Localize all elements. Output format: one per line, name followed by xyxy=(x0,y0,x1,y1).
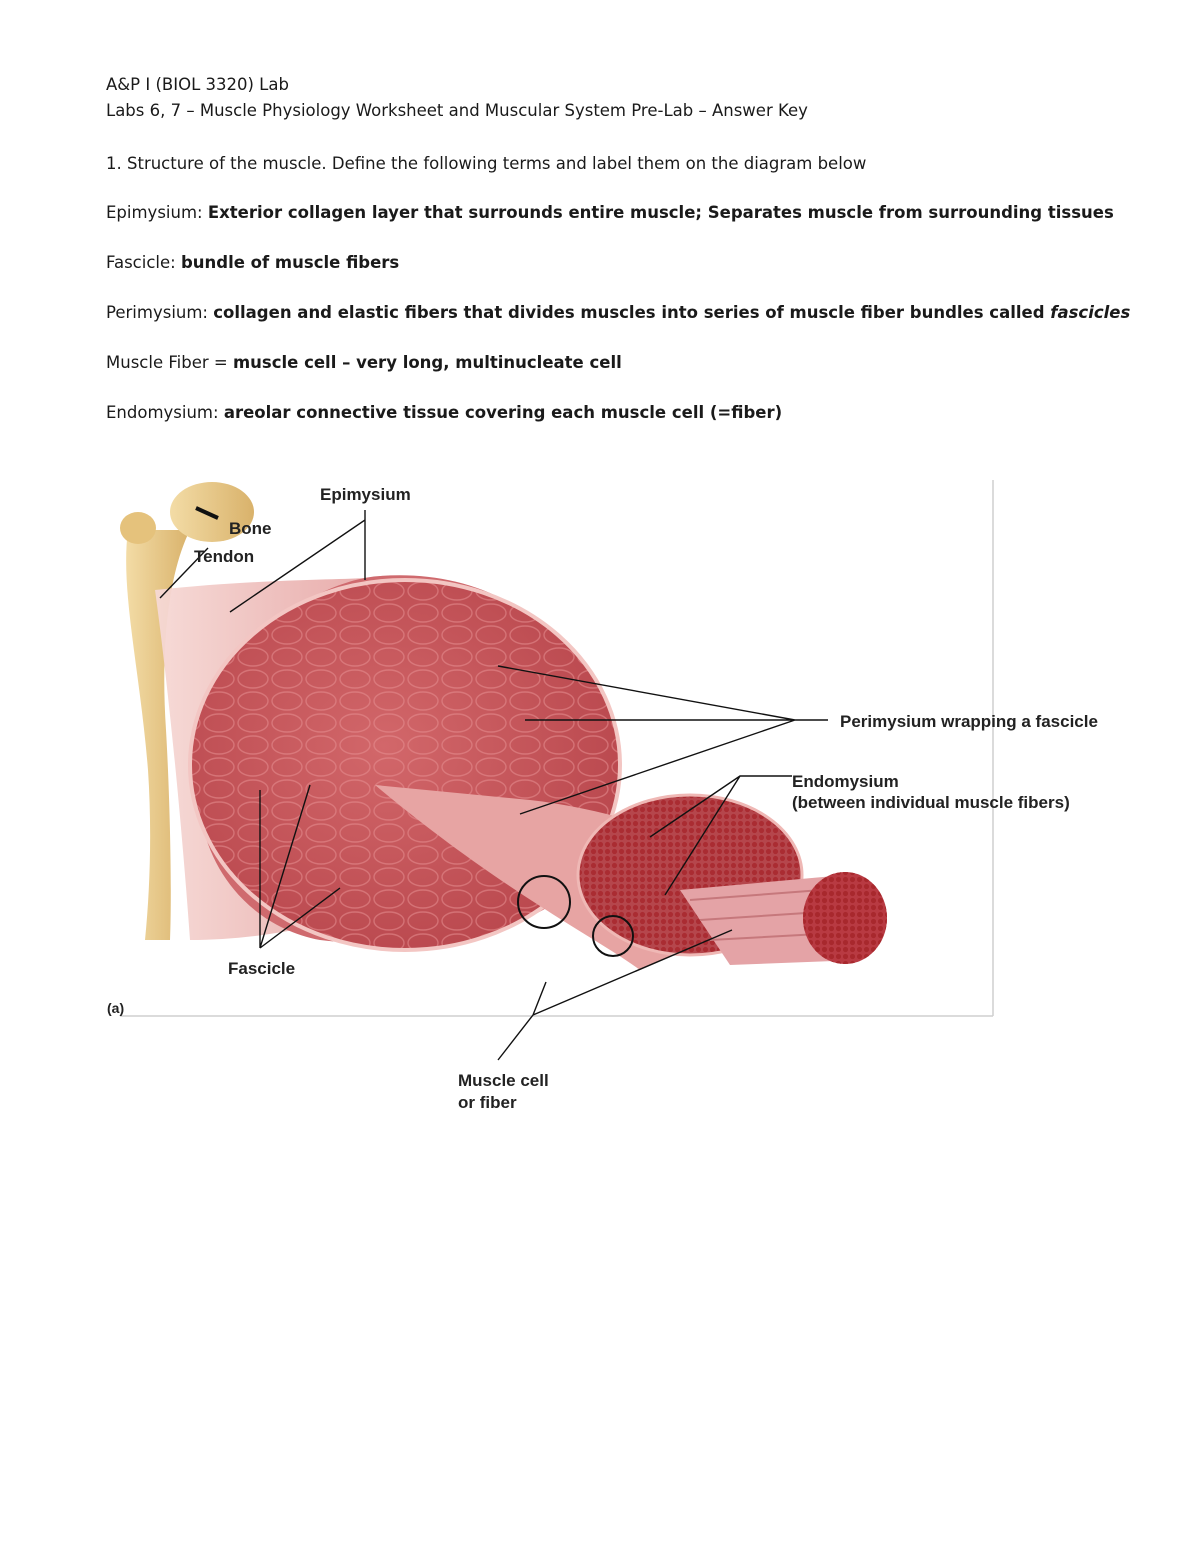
term-definition: areolar connective tissue covering each … xyxy=(224,403,782,422)
term-definition-text: collagen and elastic fibers that divides… xyxy=(213,303,1044,322)
term-fascicle: Fascicle: bundle of muscle fibers xyxy=(106,253,399,272)
question-text: Structure of the muscle. Define the foll… xyxy=(127,154,866,173)
question-1: 1. Structure of the muscle. Define the f… xyxy=(106,154,866,173)
term-label: Fascicle: xyxy=(106,253,176,272)
label-bone: Bone xyxy=(229,519,272,538)
muscle-structure-diagram: Epimysium Bone Tendon Perimysium wrappin… xyxy=(100,470,1130,1120)
label-endomysium: Endomysium xyxy=(792,772,899,791)
label-panel-a: (a) xyxy=(107,1000,124,1016)
course-header: A&P I (BIOL 3320) Lab xyxy=(106,75,289,94)
label-perimysium: Perimysium wrapping a fascicle xyxy=(840,712,1098,731)
term-muscle-fiber: Muscle Fiber = muscle cell – very long, … xyxy=(106,353,622,372)
term-definition: muscle cell – very long, multinucleate c… xyxy=(233,353,622,372)
term-perimysium: Perimysium: collagen and elastic fibers … xyxy=(106,303,1130,322)
label-tendon: Tendon xyxy=(194,547,254,566)
label-or-fiber: or fiber xyxy=(458,1093,517,1112)
label-fascicle: Fascicle xyxy=(228,959,295,978)
term-definition: Exterior collagen layer that surrounds e… xyxy=(208,203,1114,222)
term-endomysium: Endomysium: areolar connective tissue co… xyxy=(106,403,782,422)
label-muscle-cell: Muscle cell xyxy=(458,1071,549,1090)
term-label: Perimysium: xyxy=(106,303,208,322)
term-definition-italic: fascicles xyxy=(1050,303,1130,322)
label-endomysium-sub: (between individual muscle fibers) xyxy=(792,793,1070,812)
label-epimysium: Epimysium xyxy=(320,485,411,504)
question-number: 1. xyxy=(106,154,122,173)
term-label: Muscle Fiber = xyxy=(106,353,228,372)
term-epimysium: Epimysium: Exterior collagen layer that … xyxy=(106,203,1114,222)
worksheet-title: Labs 6, 7 – Muscle Physiology Worksheet … xyxy=(106,101,808,120)
term-label: Epimysium: xyxy=(106,203,203,222)
term-definition: bundle of muscle fibers xyxy=(181,253,399,272)
term-definition: collagen and elastic fibers that divides… xyxy=(213,303,1130,322)
term-label: Endomysium: xyxy=(106,403,219,422)
